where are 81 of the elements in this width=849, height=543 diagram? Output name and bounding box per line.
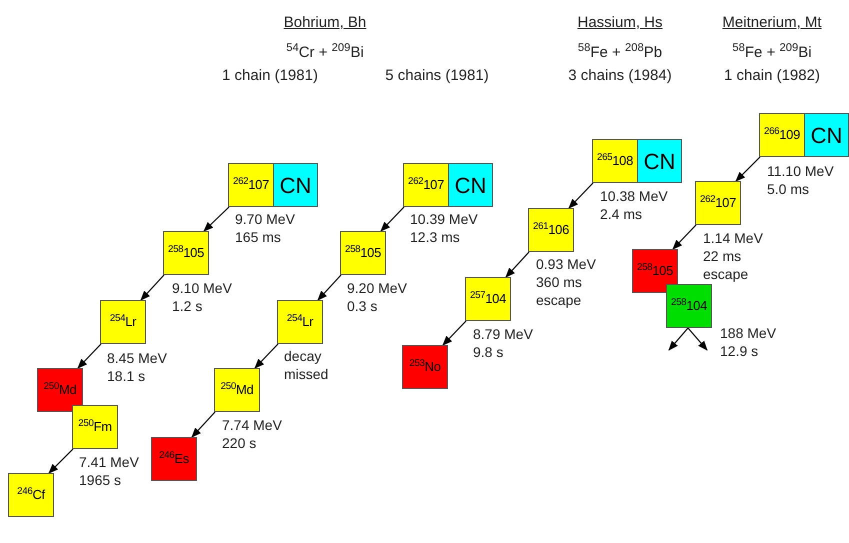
nuclide-label: $^{246}$Es <box>159 449 189 468</box>
reaction-label: 3 chains (1984) <box>568 67 672 84</box>
decay-arrow <box>672 224 696 250</box>
nuclide-label: $^{262}$107 <box>700 193 736 212</box>
column-heading: Bohrium, Bh <box>284 14 366 31</box>
nuclide-label: $^{258}$105 <box>168 243 204 262</box>
nucleus-box <box>340 231 386 275</box>
decay-arrow <box>568 182 594 209</box>
nuclide-label: $^{254}$Lr <box>286 312 314 332</box>
nucleus-box <box>402 345 448 389</box>
nucleus-box <box>695 181 741 225</box>
edge-label: 10.38 MeV 2.4 ms <box>600 188 668 222</box>
decay-arrow <box>191 412 216 438</box>
edge-label: 11.10 MeV 5.0 ms <box>767 163 834 197</box>
column-heading: Hassium, Hs <box>578 14 662 31</box>
edge-label: 9.20 MeV 0.3 s <box>347 280 407 314</box>
nucleus-box <box>277 300 323 344</box>
decay-arrow <box>380 206 404 232</box>
nuclide-label: $^{265}$108 <box>596 151 633 170</box>
edge-label: 7.74 MeV 220 s <box>222 417 282 451</box>
nuclide-label: $^{253}$No <box>409 357 441 376</box>
nucleus-cn-box <box>759 113 849 157</box>
reaction-label: 1 chain (1981) <box>222 67 318 84</box>
nucleus-box <box>163 231 209 275</box>
decay-arrow <box>505 252 530 278</box>
edge-label: 9.70 MeV 165 ms <box>235 211 295 245</box>
nuclide-label: $^{266}$109 <box>764 125 800 144</box>
nuclide-label: $^{250}$Md <box>220 380 254 400</box>
edge-label: 1.14 MeV 22 ms escape <box>703 230 763 282</box>
decay-arrow <box>735 156 760 182</box>
reaction-label: 5 chains (1981) <box>385 67 489 84</box>
cn-label: CN <box>644 148 676 176</box>
nuclide-label: $^{262}$107 <box>408 175 444 194</box>
decay-arrow <box>442 320 466 346</box>
cn-label: CN <box>280 172 312 200</box>
nucleus-cn-box <box>403 163 493 207</box>
nuclide-label: $^{250}$Md <box>44 380 76 400</box>
decay-arrow <box>203 206 230 232</box>
decay-arrow <box>317 274 342 301</box>
nucleus-box <box>72 405 118 449</box>
nuclide-label: $^{257}$104 <box>470 289 506 308</box>
nuclide-label: $^{258}$105 <box>344 243 381 262</box>
edge-label: 7.41 MeV 1965 s <box>79 454 139 488</box>
nucleus-box <box>465 277 511 321</box>
decay-arrow <box>77 344 102 369</box>
cn-label: CN <box>454 172 486 200</box>
nucleus-box <box>528 208 574 252</box>
nucleus-box <box>100 300 146 344</box>
nuclide-label: $^{258}$105 <box>636 261 673 280</box>
nucleus-box <box>214 368 260 412</box>
nucleus-box <box>8 473 54 517</box>
nucleus-box <box>37 368 83 412</box>
edge-label: 9.10 MeV 1.2 s <box>172 280 232 314</box>
nuclide-label: $^{258}$104 <box>670 296 707 316</box>
reaction-label: $^{58}$Fe + $^{208}$Pb <box>578 44 662 61</box>
nuclide-label: $^{254}$Lr <box>110 312 136 332</box>
decay-arrow <box>668 328 688 351</box>
nuclide-label: $^{246}$Cf <box>17 485 45 504</box>
nucleus-cn-box <box>228 163 318 207</box>
decay-arrow <box>140 274 164 301</box>
decay-arrow <box>254 344 278 369</box>
reaction-label: 1 chain (1982) <box>724 67 820 84</box>
cn-label: CN <box>810 122 842 150</box>
nucleus-box <box>632 249 678 293</box>
edge-label: 8.45 MeV 18.1 s <box>107 350 167 384</box>
decay-data: 188 MeV 12.9 s <box>720 325 776 359</box>
decay-arrow <box>48 448 74 474</box>
edge-label: decay missed <box>284 348 328 382</box>
nucleus-cn-box <box>592 139 682 183</box>
reaction-label: $^{54}$Cr + $^{209}$Bi <box>286 44 364 61</box>
nuclide-label: $^{261}$106 <box>532 220 569 240</box>
decay-arrow <box>688 328 708 351</box>
column-heading: Meitnerium, Mt <box>722 14 822 31</box>
edge-label: 10.39 MeV 12.3 ms <box>410 211 478 245</box>
nucleus-box <box>151 437 197 481</box>
nucleus-box <box>666 284 712 328</box>
edge-label: 0.93 MeV 360 ms escape <box>536 256 596 308</box>
nuclide-label: $^{262}$107 <box>232 175 269 194</box>
reaction-label: $^{58}$Fe + $^{209}$Bi <box>732 44 812 61</box>
nuclide-label: $^{250}$Fm <box>78 417 112 436</box>
edge-label: 8.79 MeV 9.8 s <box>473 326 533 360</box>
